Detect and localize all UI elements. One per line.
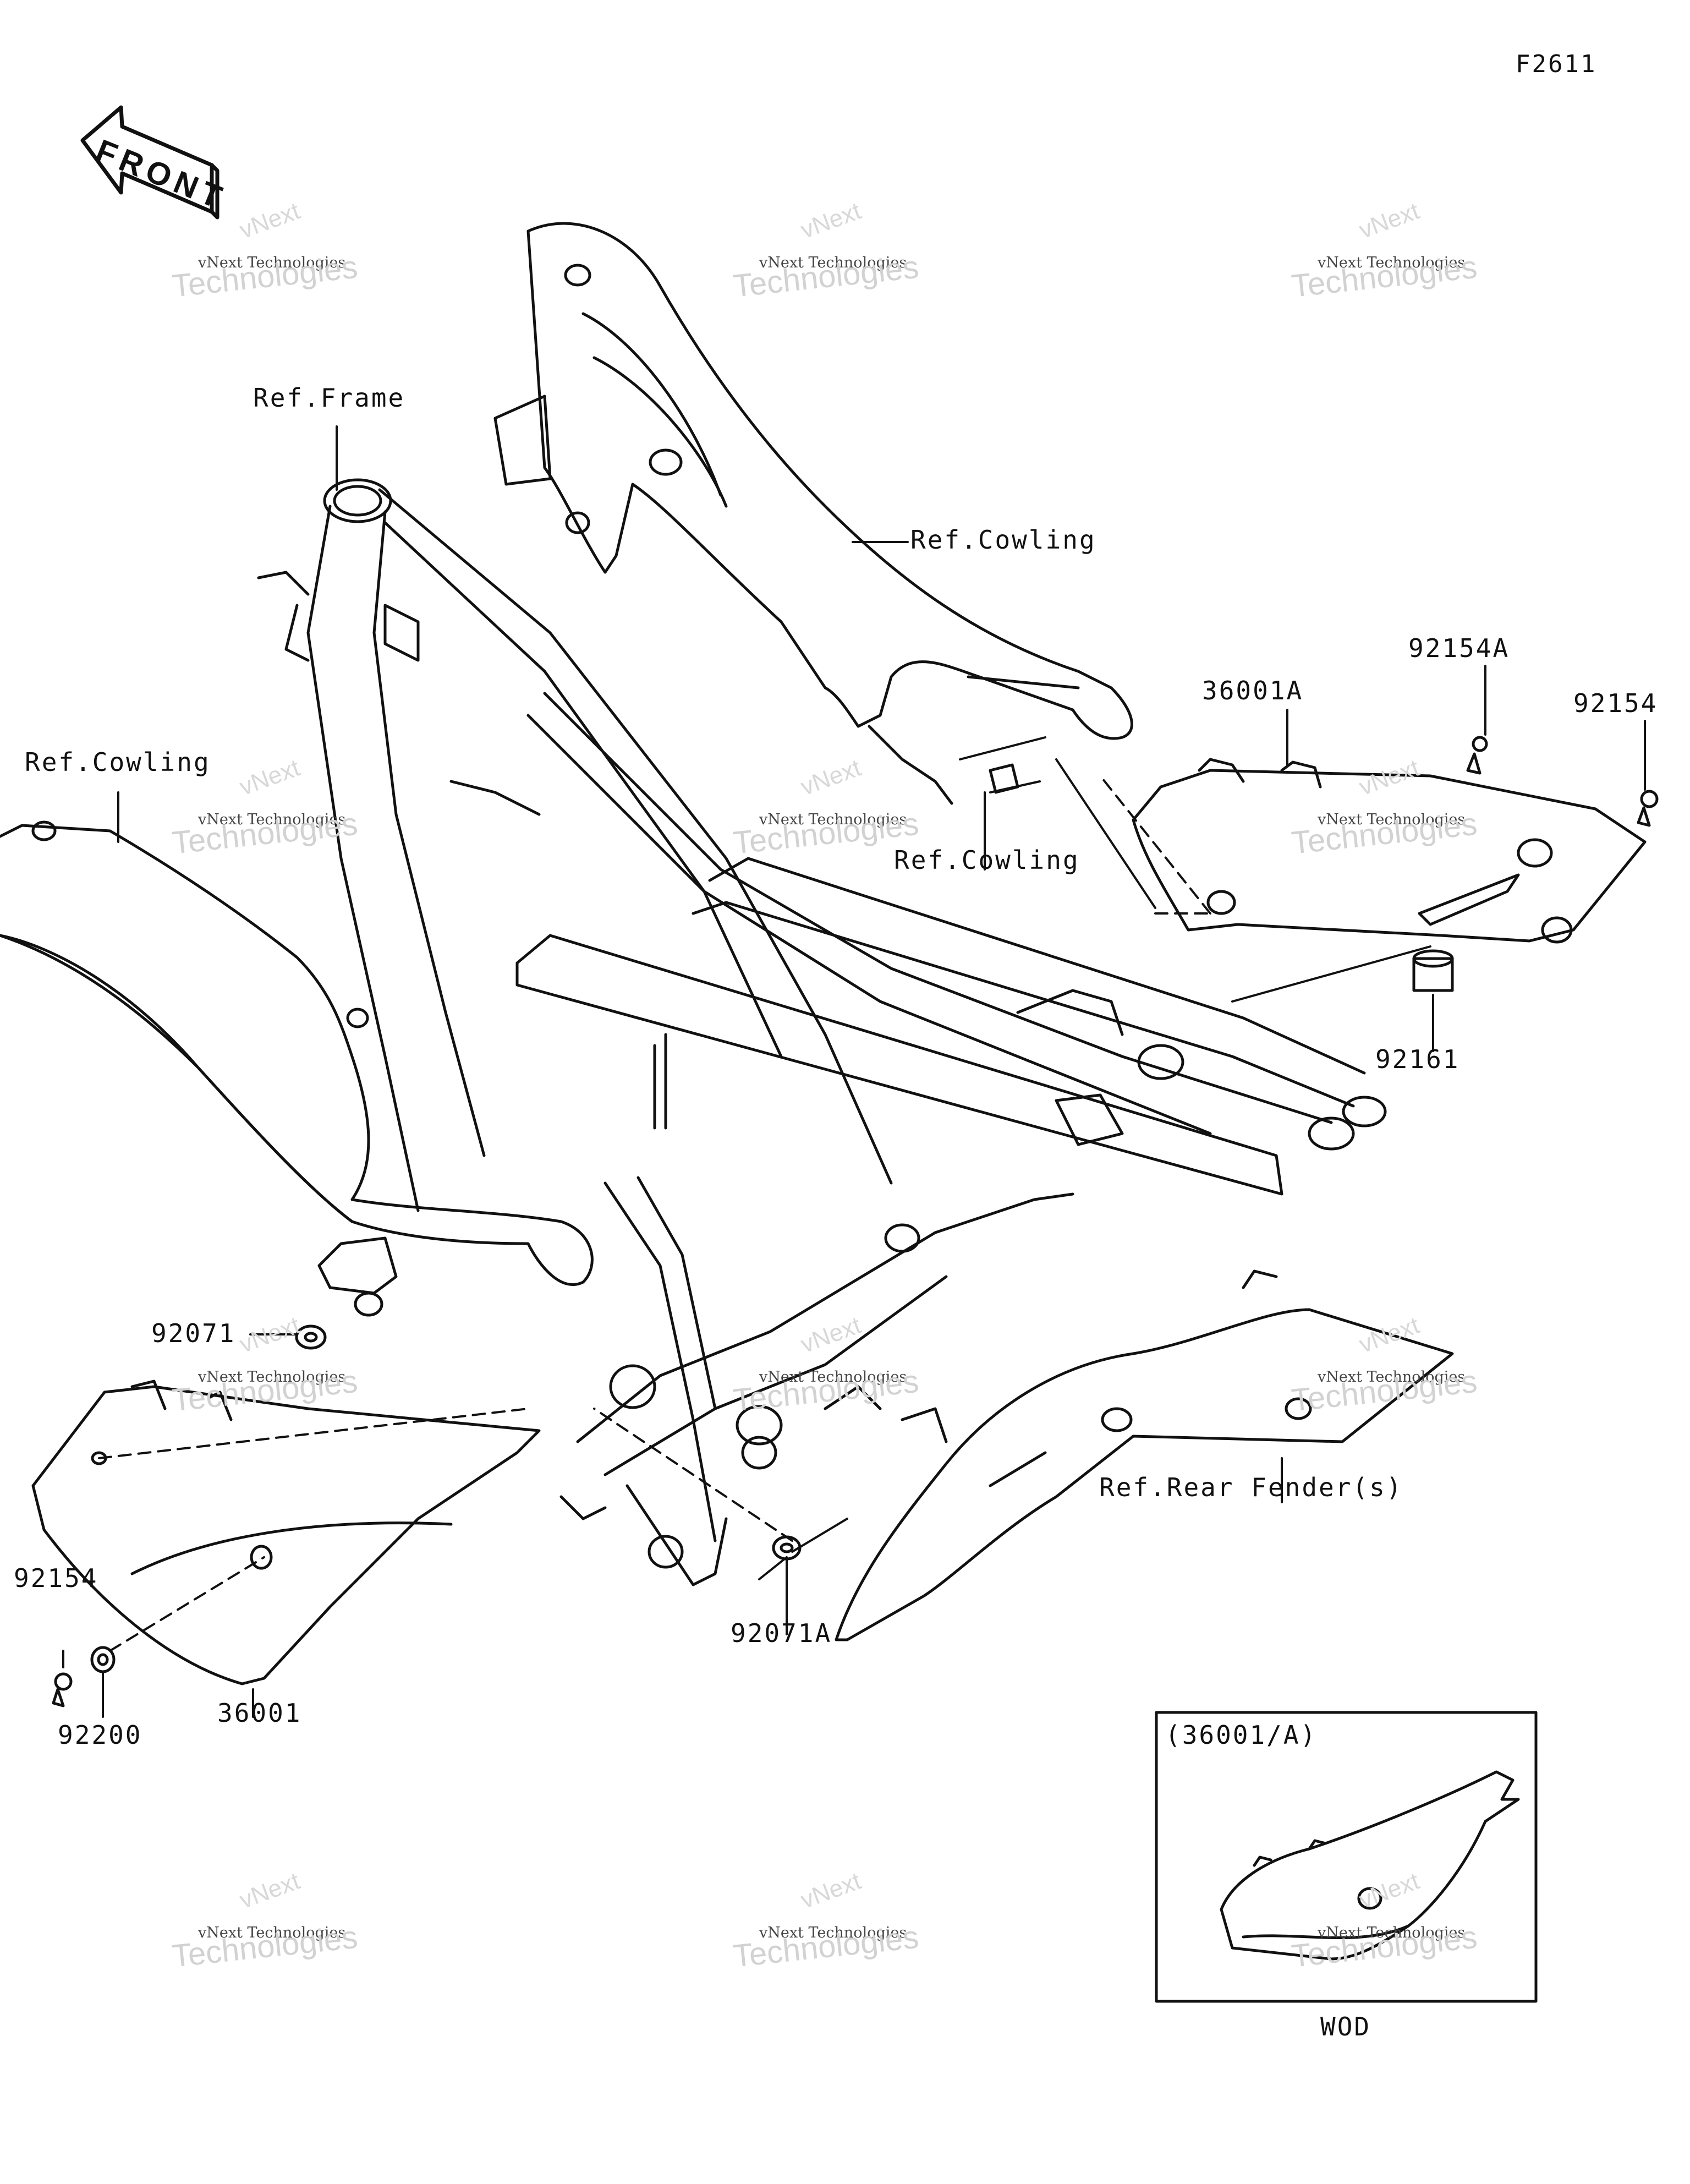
figure-code: F2611 xyxy=(1516,50,1597,78)
label-92071A: 92071A xyxy=(731,1618,832,1648)
upper-cowling-outline xyxy=(493,222,1133,805)
inset-title: (36001/A) xyxy=(1165,1720,1318,1750)
inset-caption: WOD xyxy=(1320,2012,1371,2041)
front-arrow-icon xyxy=(80,105,220,220)
label-ref-frame: Ref.Frame xyxy=(253,383,405,413)
motorcycle-frame-outline xyxy=(257,478,1387,1586)
label-92154-right: 92154 xyxy=(1573,688,1658,718)
label-ref-rear-fender: Ref.Rear Fender(s) xyxy=(1099,1473,1403,1502)
label-36001A: 36001A xyxy=(1202,676,1304,705)
left-side-cover-36001 xyxy=(31,1380,541,1685)
label-ref-cowling-mid: Ref.Cowling xyxy=(894,845,1080,875)
small-parts xyxy=(52,736,1659,1707)
leader-lines xyxy=(62,425,1646,1718)
label-92071: 92071 xyxy=(151,1318,236,1348)
rear-fender-outline xyxy=(835,1269,1454,1641)
label-92200: 92200 xyxy=(58,1720,142,1750)
inset-box xyxy=(1155,1711,1538,2003)
label-92161: 92161 xyxy=(1375,1044,1460,1074)
label-36001: 36001 xyxy=(217,1698,302,1728)
label-92154-left: 92154 xyxy=(14,1563,98,1593)
label-ref-cowling-left: Ref.Cowling xyxy=(25,747,211,777)
left-cowling-outline xyxy=(0,820,594,1317)
label-ref-cowling-upper: Ref.Cowling xyxy=(910,525,1096,555)
label-92154A: 92154A xyxy=(1408,633,1510,663)
right-side-cover-36001A xyxy=(1132,758,1647,944)
